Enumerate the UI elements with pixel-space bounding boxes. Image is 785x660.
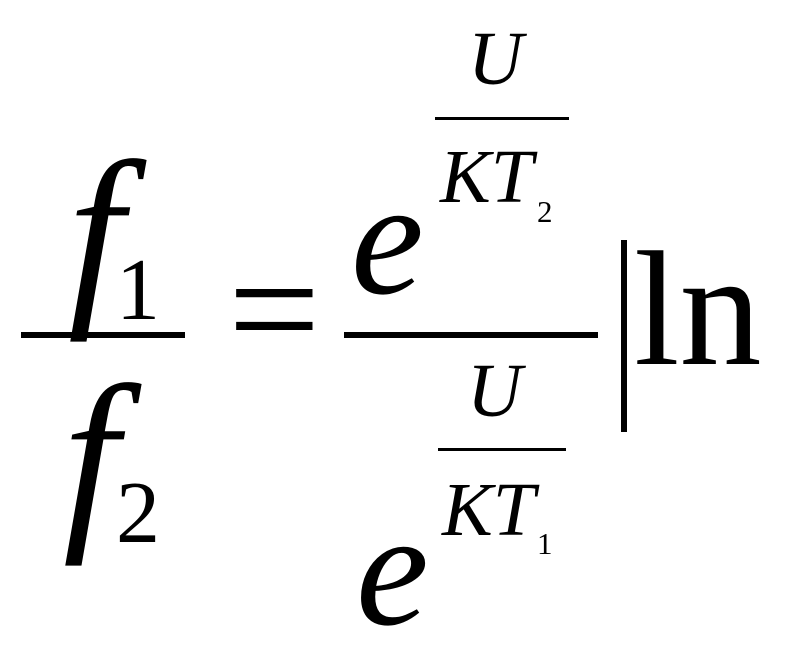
ln-operator: ln xyxy=(634,219,762,400)
vertical-bar xyxy=(621,240,627,432)
rhs-denominator-exponent-numerator: U xyxy=(467,349,522,433)
rhs-numerator-exponent-denominator-symbol: KT xyxy=(440,135,533,219)
lhs-fraction-bar xyxy=(21,332,185,338)
rhs-numerator-exponent-denominator-subscript: 2 xyxy=(537,194,553,229)
rhs-numerator-exponent-bar xyxy=(435,117,569,120)
lhs-denominator-symbol: f xyxy=(63,346,119,567)
lhs-numerator-symbol: f xyxy=(68,122,124,343)
rhs-denominator-base: e xyxy=(356,479,429,660)
equation: f 1 f 2 = e U KT 2 e U KT 1 ln xyxy=(21,17,762,652)
rhs-numerator-base: e xyxy=(351,148,424,329)
lhs-numerator-subscript: 1 xyxy=(116,242,160,339)
lhs-denominator-subscript: 2 xyxy=(116,465,160,562)
rhs-fraction-bar xyxy=(344,332,598,338)
rhs-denominator-exponent-denominator-symbol: KT xyxy=(442,468,535,552)
rhs-numerator-exponent-numerator: U xyxy=(468,17,523,101)
equals-sign: = xyxy=(228,219,321,400)
rhs-denominator-exponent-denominator-subscript: 1 xyxy=(537,526,553,561)
rhs-denominator-exponent-bar xyxy=(438,448,566,451)
